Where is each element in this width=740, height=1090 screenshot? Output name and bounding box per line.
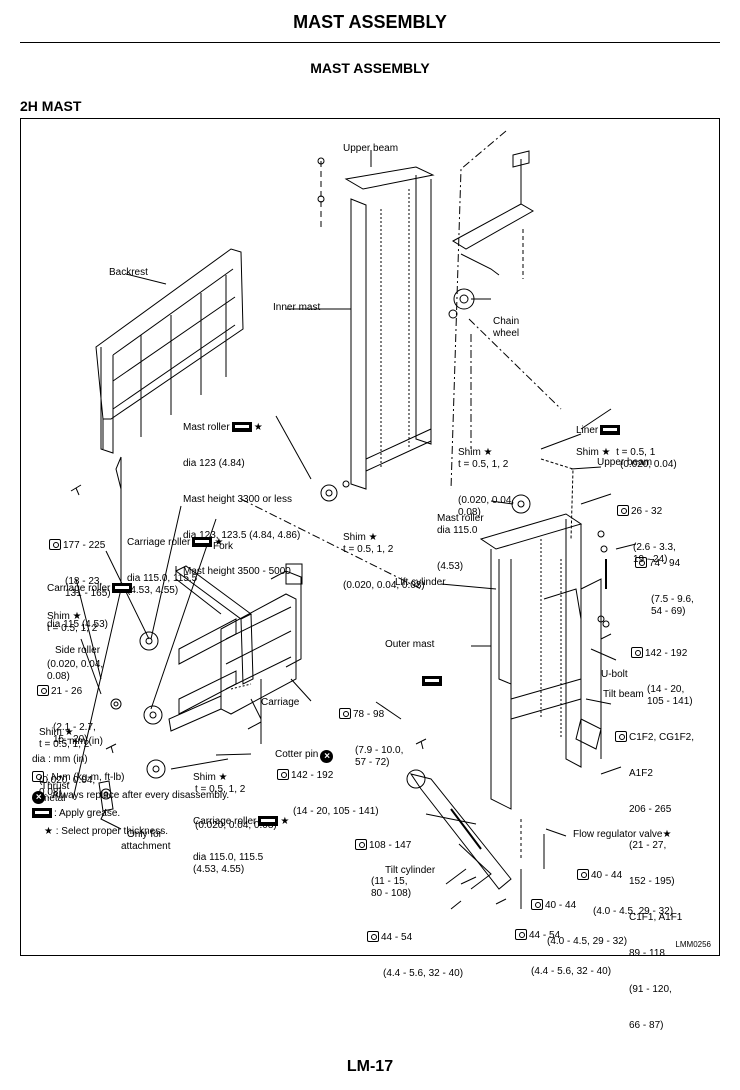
- label-u-bolt: U-bolt: [601, 669, 628, 680]
- leader-dashes: [240, 130, 562, 590]
- label-shim-e: Shim ★t = 0.5, 1, 2 (0.020, 0.04,0.08): [39, 727, 96, 798]
- label-backrest: Backrest: [109, 267, 148, 278]
- lift-cylinder-drawing: [498, 539, 582, 739]
- label-lift-cylinder: Lift cylinder: [395, 577, 446, 588]
- torque-icon: [515, 929, 527, 940]
- fork-drawing: [175, 565, 254, 685]
- legend-grease: : Apply grease.: [30, 805, 229, 823]
- label-mast-roller-a: Mast roller★ dia 123 (4.84) Mast height …: [183, 422, 301, 577]
- subsection-title: 2H MAST: [20, 98, 82, 114]
- label-shim-b: Shim ★ t = 0.5, 1(0.020, 0.04): [576, 447, 677, 470]
- replace-icon: ×: [32, 791, 45, 804]
- inner-mast-drawing: [317, 157, 435, 502]
- label-upper-beam-top: Upper beam: [343, 143, 399, 154]
- label-torque-177: 177 - 225 (18 - 23,131 - 165): [47, 515, 111, 624]
- torque-icon: [577, 869, 589, 880]
- torque-icon: [32, 771, 44, 782]
- bolts-drawing: [70, 484, 610, 910]
- label-carriage-roller-b: Carriage roller dia 115 (4.53): [47, 559, 134, 655]
- torque-icon: [635, 557, 647, 568]
- torque-icon: [339, 708, 351, 719]
- grease-icon: [422, 676, 443, 686]
- label-torque-142b: 142 - 192 (14 - 20, 105 - 141): [275, 745, 379, 842]
- backrest-drawing: [95, 248, 244, 454]
- upper-beam-drawing: [448, 150, 535, 319]
- grease-icon-center: [409, 664, 444, 700]
- grease-icon: [112, 583, 133, 593]
- page-header-title: MAST ASSEMBLY: [293, 12, 447, 32]
- label-torque-40a: 40 - 44 (4.0 - 4.5, 29 - 32): [575, 845, 673, 942]
- label-carriage-roller-a: Carriage roller★ dia 115.0, 115.5(4.53, …: [127, 537, 224, 596]
- mast-roller-circle: [511, 494, 531, 514]
- grease-icon: [600, 425, 621, 435]
- figure-code: LMM0256: [675, 940, 711, 949]
- torque-icon: [49, 539, 61, 550]
- label-shim-d: Shim ★t = 0.5, 1, 2 (0.020, 0.04,0.08): [47, 611, 104, 682]
- tilt-cylinder-drawing: [406, 718, 622, 890]
- label-liner: Liner: [576, 401, 622, 461]
- label-carriage-roller-c: Carriage roller★ dia 115.0, 115.5(4.53, …: [193, 816, 290, 875]
- legend-nm: : N•m (kg-m, ft-lb): [30, 769, 229, 787]
- label-torque-78: 78 - 98 (7.9 - 10.0,57 - 72): [337, 684, 403, 793]
- label-torque-142a: 142 - 192 (14 - 20,105 - 141): [629, 623, 693, 732]
- torque-icon: [631, 647, 643, 658]
- legend: t : mm (in) dia : mm (in) : N•m (kg-m, f…: [30, 733, 229, 841]
- mast-drawing: [70, 130, 637, 910]
- label-tilt-cylinder: Tilt cylinder: [385, 865, 436, 876]
- label-inner-mast: Inner mast: [273, 302, 321, 313]
- legend-dia: dia : mm (in): [32, 754, 88, 765]
- page-number: LM-17: [346, 1058, 394, 1075]
- label-torque-26: 26 - 32 (2.6 - 3.3,19 - 24): [615, 481, 676, 590]
- carriage-rollers-drawing: [98, 631, 166, 812]
- label-cotter-pin: Cotter pin×: [275, 725, 335, 787]
- label-outer-mast: Outer mast: [385, 639, 435, 650]
- torque-icon: [355, 839, 367, 850]
- leader-lines: [72, 150, 637, 909]
- label-side-roller: Side roller: [55, 645, 101, 656]
- torque-icon: [615, 731, 627, 742]
- legend-t: t : mm (in): [58, 736, 103, 747]
- header-rule: [20, 42, 720, 43]
- grease-icon: [231, 422, 252, 432]
- label-torque-74: 74 - 94 (7.5 - 9.6,54 - 69): [633, 533, 694, 642]
- label-fork: Fork: [213, 541, 233, 552]
- grease-icon: [32, 808, 52, 818]
- torque-icon: [37, 685, 49, 696]
- outer-mast-drawing: [479, 458, 602, 810]
- label-torque-44b: 44 - 54 (4.4 - 5.6, 32 - 40): [513, 905, 611, 1002]
- section-title: MAST ASSEMBLY: [310, 60, 430, 76]
- torque-icon: [367, 931, 379, 942]
- label-carriage: Carriage: [261, 697, 300, 708]
- legend-replace: ×: Always replace after every disassembl…: [30, 787, 229, 805]
- label-tilt-torque: C1F2, CG1F2, A1F2 206 - 265 (21 - 27, 15…: [613, 707, 694, 1056]
- label-shim-c: Shim ★t = 0.5, 1, 2 (0.020, 0.04, 0.08): [343, 532, 425, 591]
- torque-icon: [617, 505, 629, 516]
- label-upper-beam-right: Upper beam: [597, 457, 653, 468]
- legend-star: ★ : Select proper thickness.: [44, 826, 169, 837]
- label-torque-44a: 44 - 54 (4.4 - 5.6, 32 - 40): [365, 907, 463, 1004]
- torque-icon: [531, 899, 543, 910]
- carriage-drawing: [168, 563, 303, 732]
- grease-icon: [192, 537, 213, 547]
- label-flow-regulator-valve: Flow regulator valve★: [573, 829, 672, 840]
- label-torque-108: 108 - 147 (11 - 15,80 - 108): [353, 815, 411, 924]
- label-tilt-beam: Tilt beam: [603, 689, 644, 700]
- label-shim-a: Shim ★t = 0.5, 1, 2 (0.020, 0.04,0.08): [458, 447, 515, 518]
- grease-icon: [258, 816, 279, 826]
- torque-icon: [277, 769, 289, 780]
- label-torque-21: 21 - 26 (2.1 - 2.7,15 - 20): [35, 661, 96, 770]
- replace-icon: ×: [320, 750, 334, 763]
- label-torque-40b: 40 - 44 (4.0 - 4.5, 29 - 32): [529, 875, 627, 972]
